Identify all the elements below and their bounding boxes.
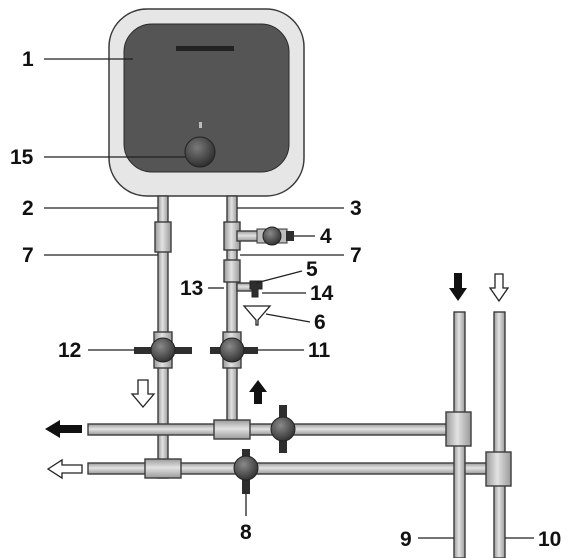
pipe-left-coupling (154, 221, 172, 253)
label-9: 9 (400, 528, 412, 551)
label-7-right: 7 (350, 244, 362, 267)
pipe-branch-4 (236, 230, 260, 242)
tee-lower (144, 458, 182, 479)
label-12: 12 (58, 339, 81, 362)
indicator-mark (199, 122, 202, 128)
arrow-down-solid-icon (449, 273, 467, 301)
funnel-6 (242, 305, 272, 326)
valve-8[interactable] (233, 449, 259, 494)
label-8: 8 (240, 521, 252, 544)
label-13: 13 (180, 277, 203, 300)
pipework (87, 195, 512, 558)
water-heater (108, 8, 305, 197)
valve-12[interactable] (134, 337, 192, 363)
leader-lines (44, 58, 534, 539)
tee-riser-10 (485, 451, 512, 487)
valve-4[interactable] (256, 226, 294, 246)
thermostat-knob[interactable] (184, 136, 216, 168)
arrow-down-hollow-icon-2 (488, 273, 510, 303)
label-7-left: 7 (22, 244, 34, 267)
arrow-down-hollow-icon (130, 379, 156, 409)
pipe-right-check-valve (223, 259, 241, 283)
tee-riser-9 (445, 411, 472, 447)
label-15: 15 (10, 146, 34, 169)
label-3: 3 (350, 197, 362, 220)
label-11: 11 (308, 339, 331, 362)
arrow-left-hollow-icon (46, 458, 83, 480)
label-1: 1 (22, 48, 34, 71)
label-6: 6 (314, 311, 326, 334)
riser-10 (493, 311, 506, 558)
valve-11[interactable] (210, 337, 258, 363)
number-labels: 1 15 2 7 3 4 7 5 13 14 6 12 11 8 9 10 (10, 48, 561, 551)
heater-display-slot (176, 46, 234, 51)
drain-tap-13[interactable] (249, 280, 263, 298)
label-2: 2 (22, 197, 34, 220)
tee-upper (213, 419, 251, 440)
label-4: 4 (320, 225, 332, 248)
arrow-left-solid-icon (45, 420, 82, 438)
label-10: 10 (538, 528, 561, 551)
arrow-up-solid-icon (249, 380, 267, 404)
label-5: 5 (306, 258, 318, 281)
flow-arrows (45, 273, 510, 480)
valve-upper-horizontal[interactable] (270, 405, 296, 453)
label-14: 14 (310, 282, 334, 305)
